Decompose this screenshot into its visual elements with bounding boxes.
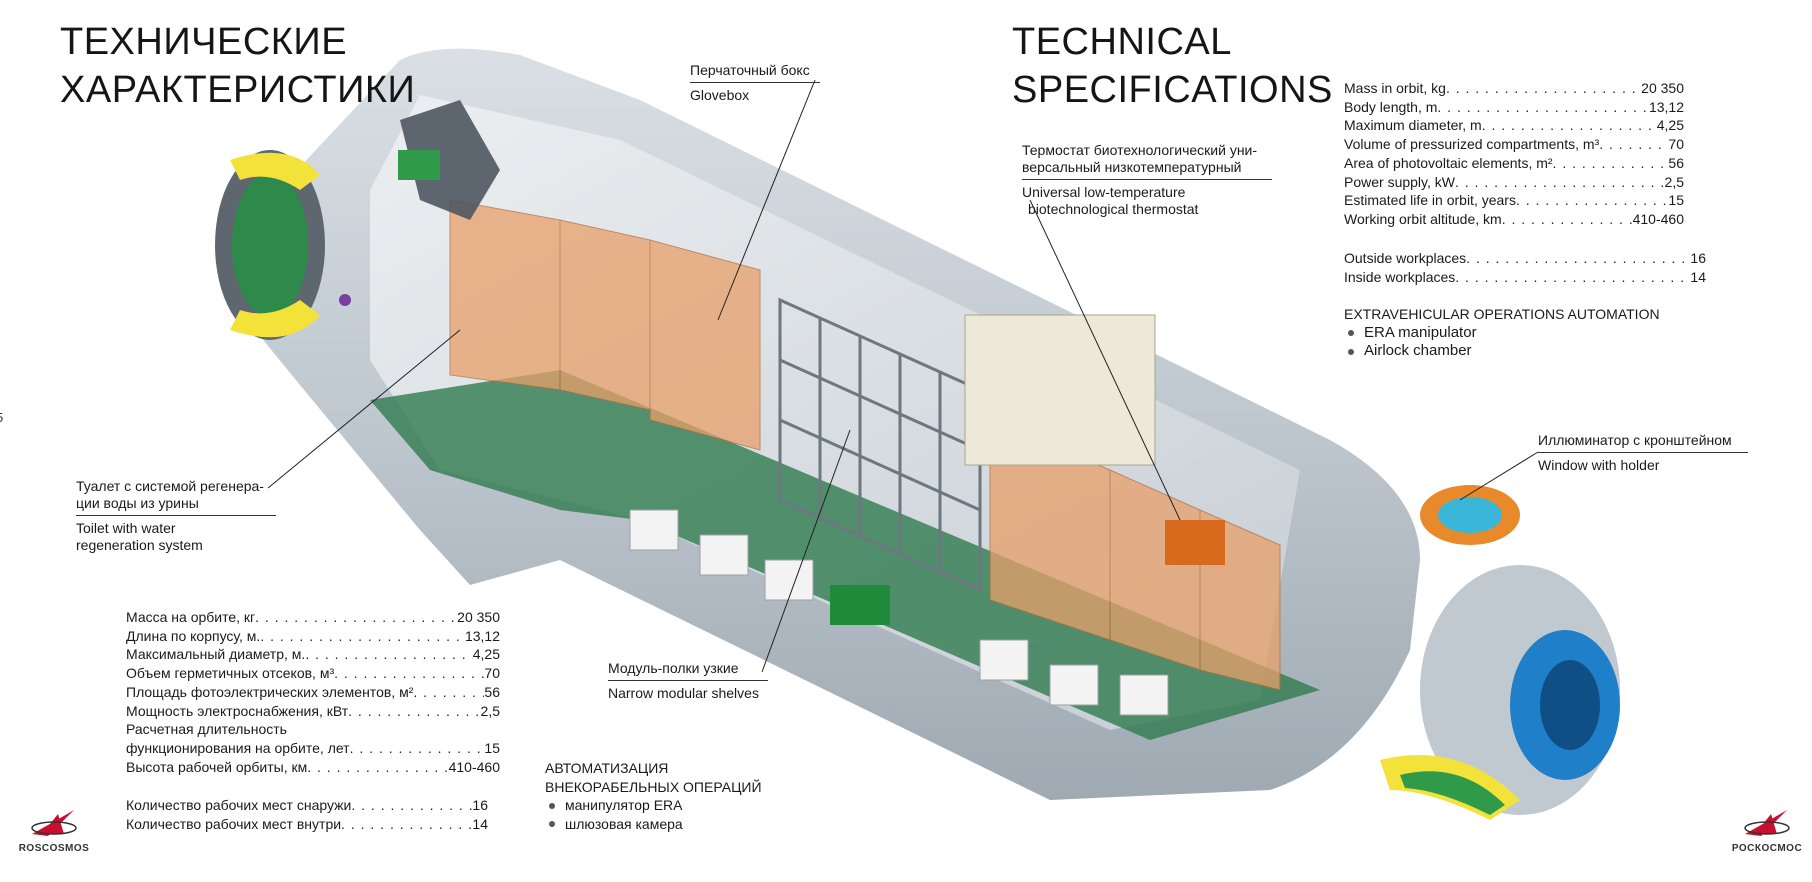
- eva-en-item: Airlock chamber: [1348, 342, 1660, 361]
- floor-panel: [370, 370, 1320, 740]
- eva-ru-heading-line1: АВТОМАТИЗАЦИЯ: [545, 760, 669, 776]
- callout-shelves: Модуль-полки узкие Narrow modular shelve…: [608, 660, 768, 702]
- callout-toilet-en-2: regeneration system: [76, 537, 203, 553]
- logo-right-text: РОСКОСМОС: [1731, 843, 1803, 854]
- eva-ru-heading-line2: ВНЕКОРАБЕЛЬНЫХ ОПЕРАЦИЙ: [545, 778, 762, 795]
- green-box: [830, 585, 890, 625]
- logo-left-text: ROSCOSMOS: [18, 843, 90, 854]
- orange-racks: [449, 199, 1281, 691]
- callout-toilet: Туалет с системой регенера- ции воды из …: [76, 478, 276, 554]
- thermostat-unit: [1165, 520, 1225, 565]
- callout-window-ru: Иллюминатор с кронштейном: [1538, 432, 1732, 448]
- workplace-en-row: Outside workplaces16: [1344, 249, 1706, 268]
- external-containers: [629, 509, 1169, 716]
- spec-en-row: Volume of pressurized compartments, m³70: [1344, 135, 1684, 154]
- callout-thermostat: Термостат биотехнологический уни- версал…: [1022, 142, 1272, 218]
- spec-ru-row: функционирования на орбите, лет15: [126, 739, 500, 758]
- callout-toilet-en-1: Toilet with water: [76, 520, 176, 536]
- spec-ru-row: Площадь фотоэлектрических элементов, м²5…: [126, 683, 500, 702]
- spec-en-row: Mass in orbit, kg20 350: [1344, 79, 1684, 98]
- spec-en-row: Area of photovoltaic elements, m²56: [1344, 154, 1684, 173]
- callout-thermostat-ru-1: Термостат биотехнологический уни-: [1022, 142, 1258, 158]
- thermostat-block: [964, 314, 1156, 466]
- spec-en-row: Body length, m13,12: [1344, 98, 1684, 117]
- top-equipment: [400, 100, 500, 220]
- workplaces-ru: Количество рабочих мест снаружи16 Количе…: [126, 796, 488, 833]
- specs-ru-table: Масса на орбите, кг20 350 Длина по корпу…: [126, 608, 500, 776]
- spec-ru-row: Длина по корпусу, м.13,12: [126, 627, 500, 646]
- callout-thermostat-en-2: biotechnological thermostat: [1028, 201, 1199, 217]
- title-ru: ТЕХНИЧЕСКИЕ ХАРАКТЕРИСТИКИ: [60, 18, 415, 114]
- callout-leader-lines: [267, 79, 1539, 673]
- eva-en-heading: EXTRAVEHICULAR OPERATIONS AUTOMATION: [1344, 306, 1660, 322]
- roscosmos-emblem-icon: [1744, 810, 1790, 836]
- callout-shelves-ru: Модуль-полки узкие: [608, 660, 739, 676]
- page-edge-number: 5: [0, 410, 3, 425]
- eva-en-item: ERA manipulator: [1348, 324, 1660, 343]
- spec-en-row: Estimated life in orbit, years15: [1344, 191, 1684, 210]
- green-equipment: [398, 150, 440, 180]
- eva-ru: АВТОМАТИЗАЦИЯ ВНЕКОРАБЕЛЬНЫХ ОПЕРАЦИЙ ма…: [545, 759, 762, 834]
- callout-glovebox-ru: Перчаточный бокс: [690, 62, 810, 78]
- callout-toilet-ru-1: Туалет с системой регенера-: [76, 478, 264, 494]
- left-docking-port: [215, 150, 351, 340]
- eva-ru-item: шлюзовая камера: [549, 815, 762, 834]
- spec-ru-row: Мощность электроснабжения, кВт2,5: [126, 702, 500, 721]
- roscosmos-emblem-icon: [31, 810, 77, 836]
- callout-toilet-ru-2: ции воды из урины: [76, 495, 199, 511]
- modular-shelves-frame: [778, 297, 982, 593]
- workplaces-en: Outside workplaces16 Inside workplaces14: [1344, 249, 1706, 286]
- spec-ru-row: Высота рабочей орбиты, км410-460: [126, 758, 500, 777]
- spec-en-row: Power supply, kW2,5: [1344, 173, 1684, 192]
- callout-glovebox: Перчаточный бокс Glovebox: [690, 62, 820, 104]
- workplace-ru-row: Количество рабочих мест снаружи16: [126, 796, 488, 815]
- title-en-line2: SPECIFICATIONS: [1012, 69, 1333, 111]
- title-ru-line2: ХАРАКТЕРИСТИКИ: [60, 69, 416, 111]
- spec-ru-life-line1: Расчетная длительность: [126, 721, 287, 738]
- workplace-en-row: Inside workplaces14: [1344, 268, 1706, 287]
- title-en-line1: TECHNICAL: [1012, 21, 1232, 63]
- callout-shelves-en: Narrow modular shelves: [608, 685, 759, 701]
- spec-en-row: Working orbit altitude, km410-460: [1344, 210, 1684, 229]
- roscosmos-logo-left: ROSCOSMOS: [14, 806, 94, 854]
- spec-ru-row: Максимальный диаметр, м.4,25: [126, 645, 500, 664]
- roscosmos-logo-right: РОСКОСМОС: [1726, 806, 1808, 854]
- title-ru-line1: ТЕХНИЧЕСКИЕ: [60, 21, 348, 63]
- right-docking-port: [1380, 485, 1620, 820]
- specs-en-table: Mass in orbit, kg20 350 Body length, m13…: [1344, 79, 1684, 229]
- callout-window-en: Window with holder: [1538, 457, 1660, 473]
- callout-thermostat-ru-2: версальный низкотемпературный: [1022, 159, 1242, 175]
- spec-ru-row: Объем герметичных отсеков, м³70: [126, 664, 500, 683]
- callout-window: Иллюминатор с кронштейном Window with ho…: [1538, 432, 1748, 474]
- callout-thermostat-en-1: Universal low-temperature: [1022, 184, 1186, 200]
- callout-glovebox-en: Glovebox: [690, 87, 750, 103]
- eva-ru-item: манипулятор ERA: [549, 796, 762, 815]
- title-en: TECHNICAL SPECIFICATIONS: [1012, 18, 1333, 114]
- eva-en: EXTRAVEHICULAR OPERATIONS AUTOMATION ERA…: [1344, 305, 1660, 361]
- workplace-ru-row: Количество рабочих мест внутри14: [126, 815, 488, 834]
- spec-en-row: Maximum diameter, m4,25: [1344, 116, 1684, 135]
- spec-ru-row: Масса на орбите, кг20 350: [126, 608, 500, 627]
